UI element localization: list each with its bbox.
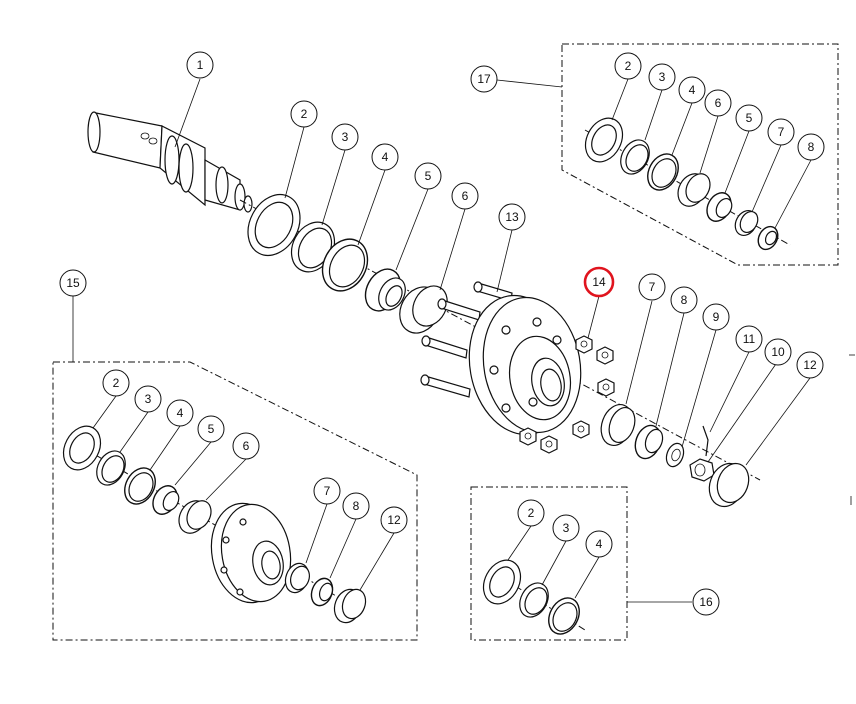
- edge-marks: [849, 354, 855, 505]
- svg-text:11: 11: [743, 332, 756, 346]
- svg-text:4: 4: [177, 406, 184, 420]
- callout-3-kit16: 3: [552, 514, 580, 542]
- svg-text:12: 12: [387, 513, 401, 527]
- svg-text:4: 4: [689, 83, 696, 97]
- callout-8-kit15: 8: [342, 492, 370, 520]
- svg-text:2: 2: [625, 59, 632, 73]
- svg-text:15: 15: [66, 276, 80, 290]
- svg-text:8: 8: [681, 293, 688, 307]
- svg-text:7: 7: [324, 484, 331, 498]
- svg-text:10: 10: [771, 345, 785, 359]
- outer-bearing-cone: [634, 424, 664, 460]
- callout-7-kit17: 7: [767, 118, 795, 146]
- callout-6-kit15: 6: [232, 432, 260, 460]
- callout-2-kit17: 2: [614, 52, 642, 80]
- callout-4-kit15: 4: [166, 399, 194, 427]
- kit-17-parts: [584, 117, 791, 251]
- kit-17-frame: [561, 43, 839, 266]
- callout-8-main: 8: [670, 286, 698, 314]
- svg-text:3: 3: [342, 130, 349, 144]
- callout-4-kit16: 4: [585, 530, 613, 558]
- callout-5-main: 5: [414, 162, 442, 190]
- hub-drum: [468, 294, 582, 436]
- callout-4-kit17: 4: [678, 76, 706, 104]
- kit-15-frame: [52, 361, 418, 641]
- lug-nuts: [519, 335, 615, 454]
- kit-16-frame: [470, 486, 628, 641]
- svg-text:5: 5: [208, 422, 215, 436]
- svg-text:2: 2: [113, 376, 120, 390]
- callout-5-kit15: 5: [197, 415, 225, 443]
- svg-text:2: 2: [528, 506, 535, 520]
- callout-2-kit15: 2: [102, 369, 130, 397]
- svg-text:3: 3: [145, 392, 152, 406]
- svg-text:3: 3: [659, 70, 666, 84]
- grease-seal: [247, 193, 301, 257]
- highlight-ring: [583, 266, 615, 298]
- callout-12-main: 12: [796, 351, 824, 379]
- svg-text:4: 4: [596, 537, 603, 551]
- dust-cap: [708, 462, 750, 508]
- callout-7-kit15: 7: [313, 477, 341, 505]
- callout-5-kit17: 5: [735, 104, 763, 132]
- callout-1: 1: [186, 51, 214, 79]
- callout-7-main: 7: [638, 273, 666, 301]
- callout-2-kit16: 2: [517, 499, 545, 527]
- callout-13: 13: [498, 203, 526, 231]
- spindle-washer: [665, 442, 685, 468]
- callout-8-kit17: 8: [797, 133, 825, 161]
- svg-text:16: 16: [699, 595, 713, 609]
- callout-6-main: 6: [451, 182, 479, 210]
- svg-text:9: 9: [713, 310, 720, 324]
- inner-bearing-cone: [364, 268, 406, 312]
- svg-text:4: 4: [382, 150, 389, 164]
- callout-11: 11: [735, 325, 763, 353]
- castle-nut: [689, 458, 715, 482]
- callout-6-kit17: 6: [704, 89, 732, 117]
- callout-3-main: 3: [331, 123, 359, 151]
- svg-text:13: 13: [505, 210, 519, 224]
- svg-text:6: 6: [462, 189, 469, 203]
- callout-2-main: 2: [290, 100, 318, 128]
- callout-3-kit15: 3: [134, 385, 162, 413]
- svg-text:17: 17: [477, 72, 491, 86]
- svg-text:6: 6: [715, 96, 722, 110]
- svg-text:7: 7: [778, 125, 785, 139]
- bearing-race-inner: [321, 238, 369, 292]
- callout-4-main: 4: [371, 143, 399, 171]
- svg-text:14: 14: [592, 275, 606, 289]
- callout-15: 15: [59, 269, 87, 297]
- svg-text:6: 6: [243, 439, 250, 453]
- svg-text:3: 3: [563, 521, 570, 535]
- outer-bearing-cup: [600, 404, 636, 446]
- callout-3-kit17: 3: [648, 63, 676, 91]
- svg-text:1: 1: [197, 58, 204, 72]
- bearing-cup-outer: [399, 285, 448, 334]
- svg-text:2: 2: [301, 107, 308, 121]
- spindle-axle: [87, 111, 253, 213]
- callout-12-kit15: 12: [380, 506, 408, 534]
- cotter-pin: [702, 425, 709, 457]
- svg-text:8: 8: [353, 499, 360, 513]
- callout-17: 17: [470, 65, 498, 93]
- kit-15-parts: [62, 425, 367, 624]
- svg-text:8: 8: [808, 140, 815, 154]
- svg-text:7: 7: [649, 280, 656, 294]
- kit-16-parts: [482, 559, 586, 635]
- leader-lines: [72, 78, 812, 603]
- callout-14-highlighted: 14: [583, 266, 615, 298]
- svg-text:12: 12: [803, 358, 817, 372]
- callout-16: 16: [692, 588, 720, 616]
- callout-9: 9: [702, 303, 730, 331]
- svg-text:5: 5: [425, 169, 432, 183]
- callout-10: 10: [764, 338, 792, 366]
- svg-text:5: 5: [746, 111, 753, 125]
